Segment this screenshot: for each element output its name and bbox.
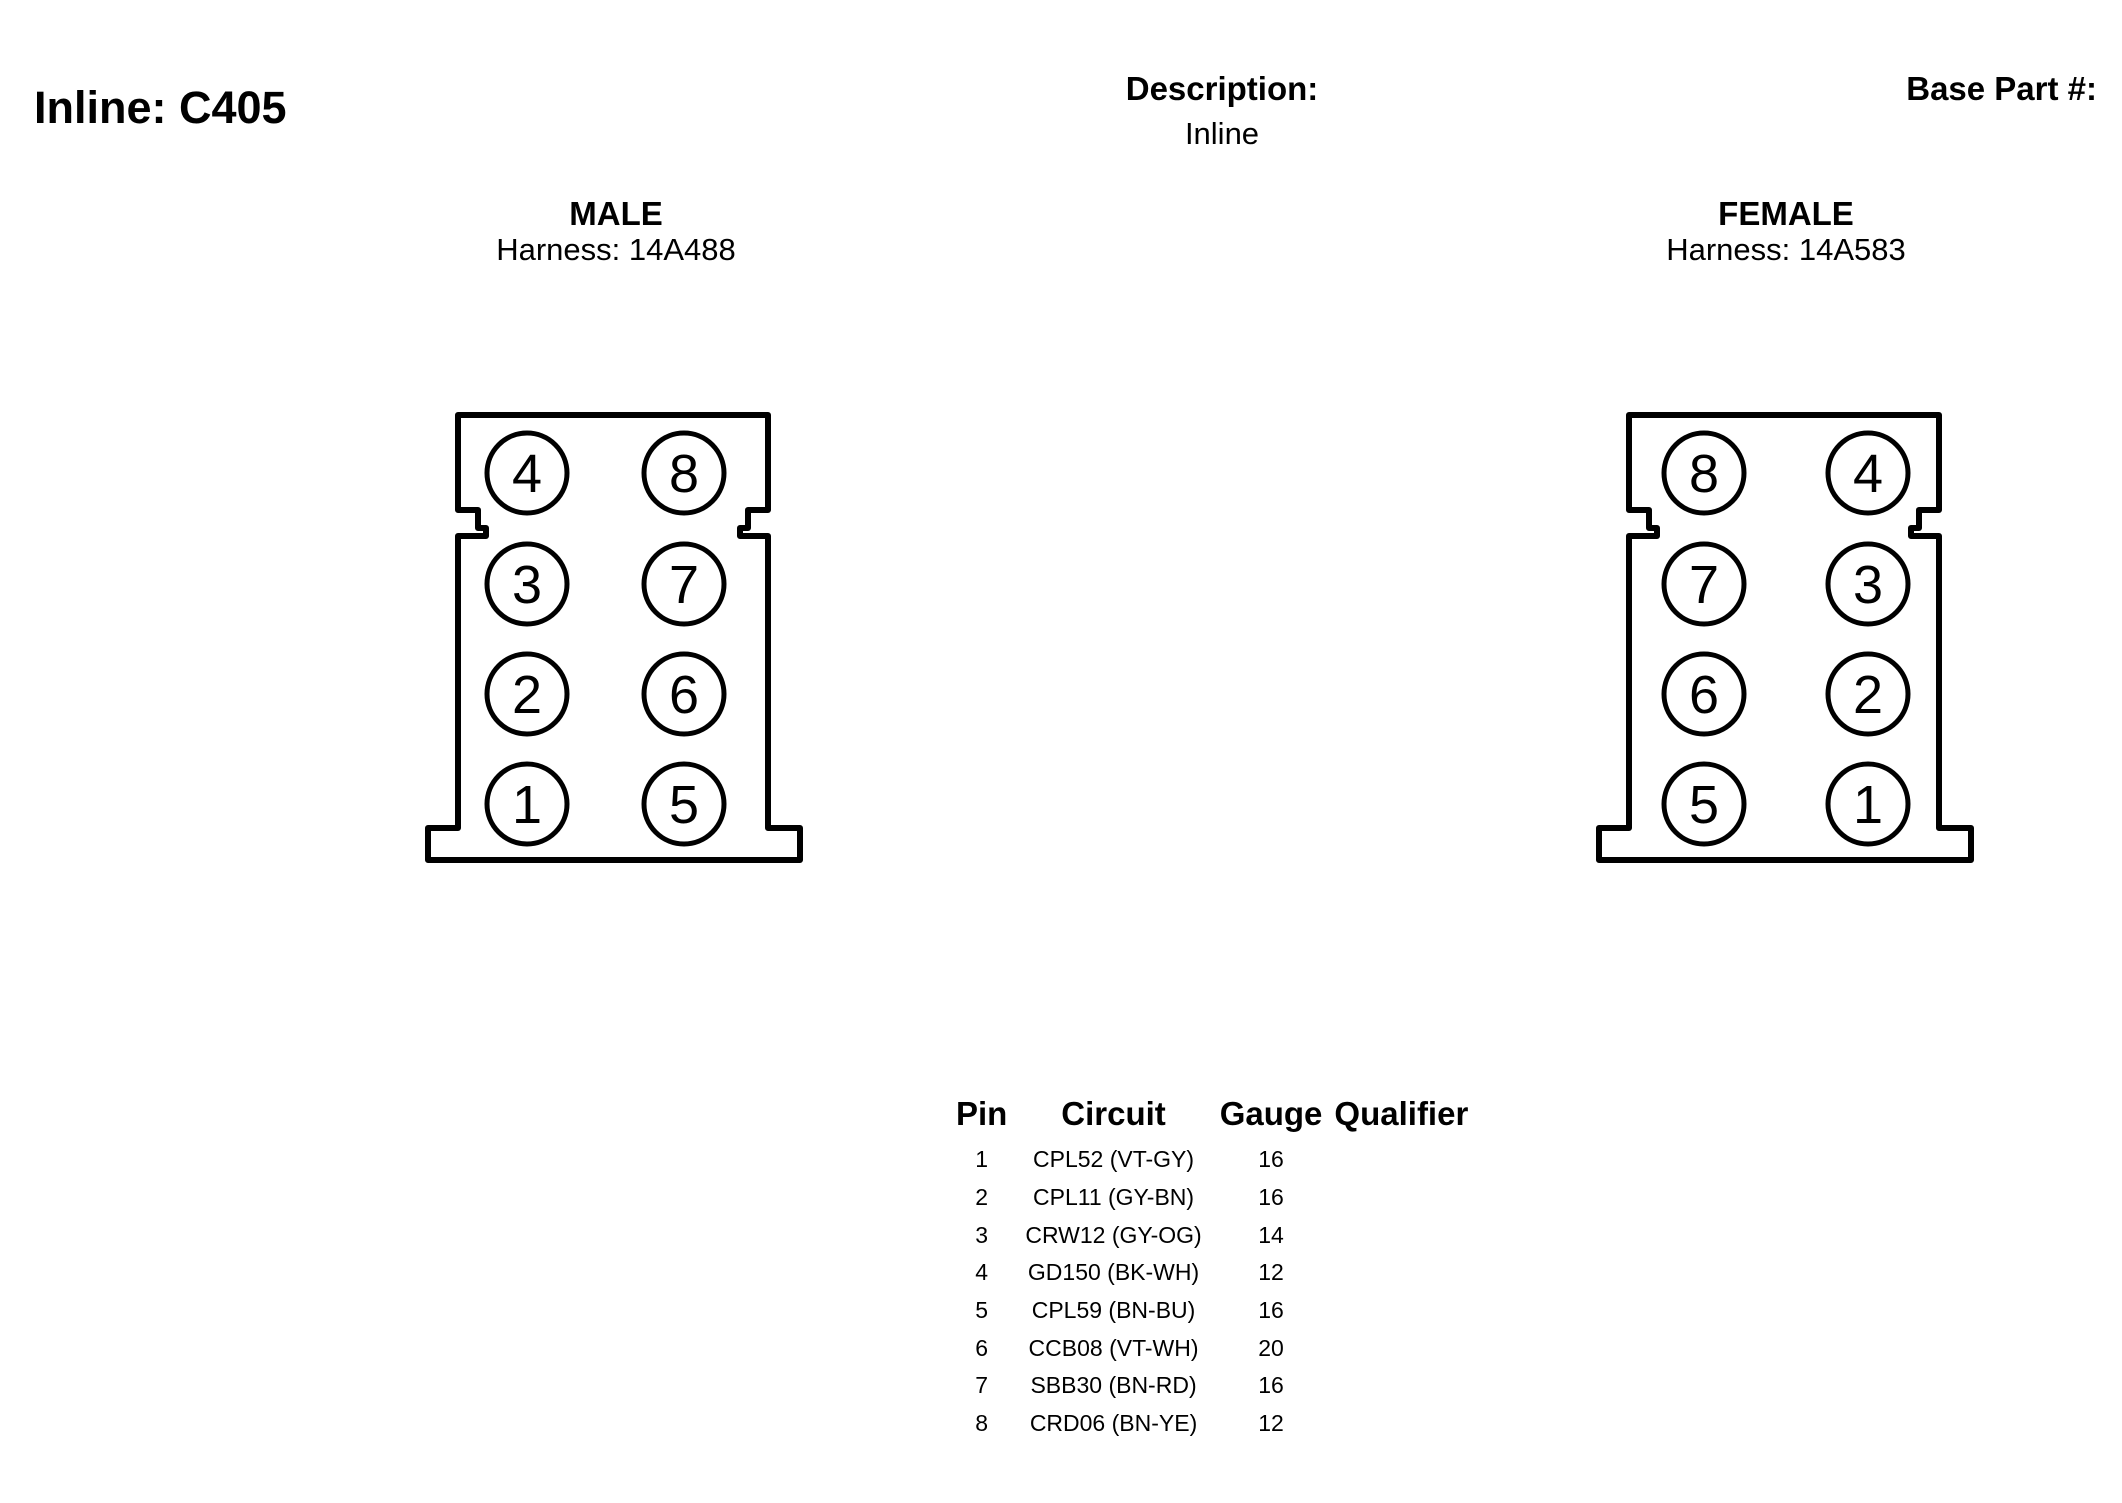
gauge-cell: 16 xyxy=(1258,1184,1284,1211)
female-pin-label: 5 xyxy=(1689,775,1719,835)
male-pin-cavity xyxy=(484,541,570,627)
female-pin-label: 6 xyxy=(1689,665,1719,725)
circuit-cell: CPL52 (VT-GY) xyxy=(1033,1146,1195,1173)
qualifier-cell xyxy=(1328,1367,1474,1405)
gauge-cell: 16 xyxy=(1258,1146,1284,1173)
female-pin-cavity xyxy=(1661,541,1747,627)
circuit-cell: CPL59 (BN-BU) xyxy=(1031,1297,1196,1324)
female-connector: 8 4 7 3 6 2 5 1 xyxy=(1596,412,1974,863)
male-pin-cavity xyxy=(484,761,570,847)
qualifier-cell xyxy=(1328,1292,1474,1330)
female-pin-cavity xyxy=(1825,761,1911,847)
table-row: 3 CRW12 (GY-OG) 14 xyxy=(950,1216,1474,1254)
female-pin-label: 8 xyxy=(1689,444,1719,504)
qualifier-cell xyxy=(1328,1329,1474,1367)
gauge-cell: 12 xyxy=(1258,1259,1284,1286)
qualifier-column-header: Qualifier xyxy=(1334,1095,1469,1132)
male-pin-label: 8 xyxy=(669,444,699,504)
table-row: 7 SBB30 (BN-RD) 16 xyxy=(950,1367,1474,1405)
female-pin-label: 2 xyxy=(1853,665,1883,725)
table-row: 6 CCB08 (VT-WH) 20 xyxy=(950,1329,1474,1367)
female-pin-cavity xyxy=(1825,541,1911,627)
male-pin-cavity xyxy=(484,651,570,737)
description-value: Inline xyxy=(1184,116,1260,151)
circuit-cell: SBB30 (BN-RD) xyxy=(1030,1372,1197,1399)
circuit-cell: CRD06 (BN-YE) xyxy=(1029,1410,1198,1437)
female-pin-label: 1 xyxy=(1853,775,1883,835)
pin-cell: 5 xyxy=(975,1297,989,1324)
male-pin-label: 1 xyxy=(512,775,542,835)
circuit-column-header: Circuit xyxy=(1061,1095,1166,1132)
pin-table-header: Pin Circuit Gauge Qualifier xyxy=(950,1095,1474,1141)
male-connector: 4 8 3 7 2 6 1 5 xyxy=(425,412,803,863)
qualifier-cell xyxy=(1328,1254,1474,1292)
male-title: MALE xyxy=(569,195,663,232)
gauge-cell: 20 xyxy=(1258,1334,1284,1361)
female-pin-label: 4 xyxy=(1853,444,1883,504)
base-part-label: Base Part #: xyxy=(1906,70,2097,107)
male-pin-cavity xyxy=(484,430,570,516)
table-row: 8 CRD06 (BN-YE) 12 xyxy=(950,1405,1474,1443)
male-pin-label: 3 xyxy=(512,555,542,615)
female-pin-cavity xyxy=(1661,651,1747,737)
male-pin-label: 6 xyxy=(669,665,699,725)
male-connector-outline xyxy=(425,412,803,863)
pin-cell: 8 xyxy=(975,1410,989,1437)
male-pin-cavity xyxy=(641,761,727,847)
pin-cell: 1 xyxy=(975,1146,989,1173)
table-row: 4 GD150 (BK-WH) 12 xyxy=(950,1254,1474,1292)
pin-cell: 6 xyxy=(975,1334,989,1361)
male-pin-label: 4 xyxy=(512,444,542,504)
pin-column-header: Pin xyxy=(956,1095,1008,1132)
gauge-cell: 12 xyxy=(1258,1410,1284,1437)
gauge-cell: 16 xyxy=(1258,1372,1284,1399)
table-row: 2 CPL11 (GY-BN) 16 xyxy=(950,1179,1474,1217)
pin-cell: 3 xyxy=(975,1221,989,1248)
qualifier-cell xyxy=(1328,1179,1474,1217)
connector-title: Inline: C405 xyxy=(34,82,287,133)
qualifier-cell xyxy=(1328,1141,1474,1179)
male-pin-cavity xyxy=(641,430,727,516)
female-pin-cavity xyxy=(1661,430,1747,516)
male-pin-label: 7 xyxy=(669,555,699,615)
gauge-cell: 16 xyxy=(1258,1297,1284,1324)
female-pin-cavity xyxy=(1661,761,1747,847)
table-row: 1 CPL52 (VT-GY) 16 xyxy=(950,1141,1474,1179)
gauge-cell: 14 xyxy=(1258,1221,1284,1248)
female-pin-label: 3 xyxy=(1853,555,1883,615)
female-connector-outline xyxy=(1596,412,1974,863)
pin-cell: 4 xyxy=(975,1259,989,1286)
pin-cell: 7 xyxy=(975,1372,989,1399)
circuit-cell: CRW12 (GY-OG) xyxy=(1025,1221,1202,1248)
pin-table: Pin Circuit Gauge Qualifier 1 CPL52 (VT-… xyxy=(950,1095,1474,1443)
circuit-cell: CPL11 (GY-BN) xyxy=(1033,1184,1195,1211)
qualifier-cell xyxy=(1328,1405,1474,1443)
circuit-cell: CCB08 (VT-WH) xyxy=(1028,1334,1199,1361)
gauge-column-header: Gauge xyxy=(1219,1095,1323,1132)
male-pin-label: 2 xyxy=(512,665,542,725)
qualifier-cell xyxy=(1328,1216,1474,1254)
circuit-cell: GD150 (BK-WH) xyxy=(1027,1259,1200,1286)
male-pin-label: 5 xyxy=(669,775,699,835)
female-title: FEMALE xyxy=(1718,195,1854,232)
description-label: Description: xyxy=(1125,70,1319,107)
male-pin-cavity xyxy=(641,541,727,627)
pin-cell: 2 xyxy=(975,1184,989,1211)
female-pin-cavity xyxy=(1825,651,1911,737)
female-harness: Harness: 14A583 xyxy=(1666,232,1906,267)
male-harness: Harness: 14A488 xyxy=(496,232,736,267)
table-row: 5 CPL59 (BN-BU) 16 xyxy=(950,1292,1474,1330)
female-pin-label: 7 xyxy=(1689,555,1719,615)
female-pin-cavity xyxy=(1825,430,1911,516)
male-pin-cavity xyxy=(641,651,727,737)
